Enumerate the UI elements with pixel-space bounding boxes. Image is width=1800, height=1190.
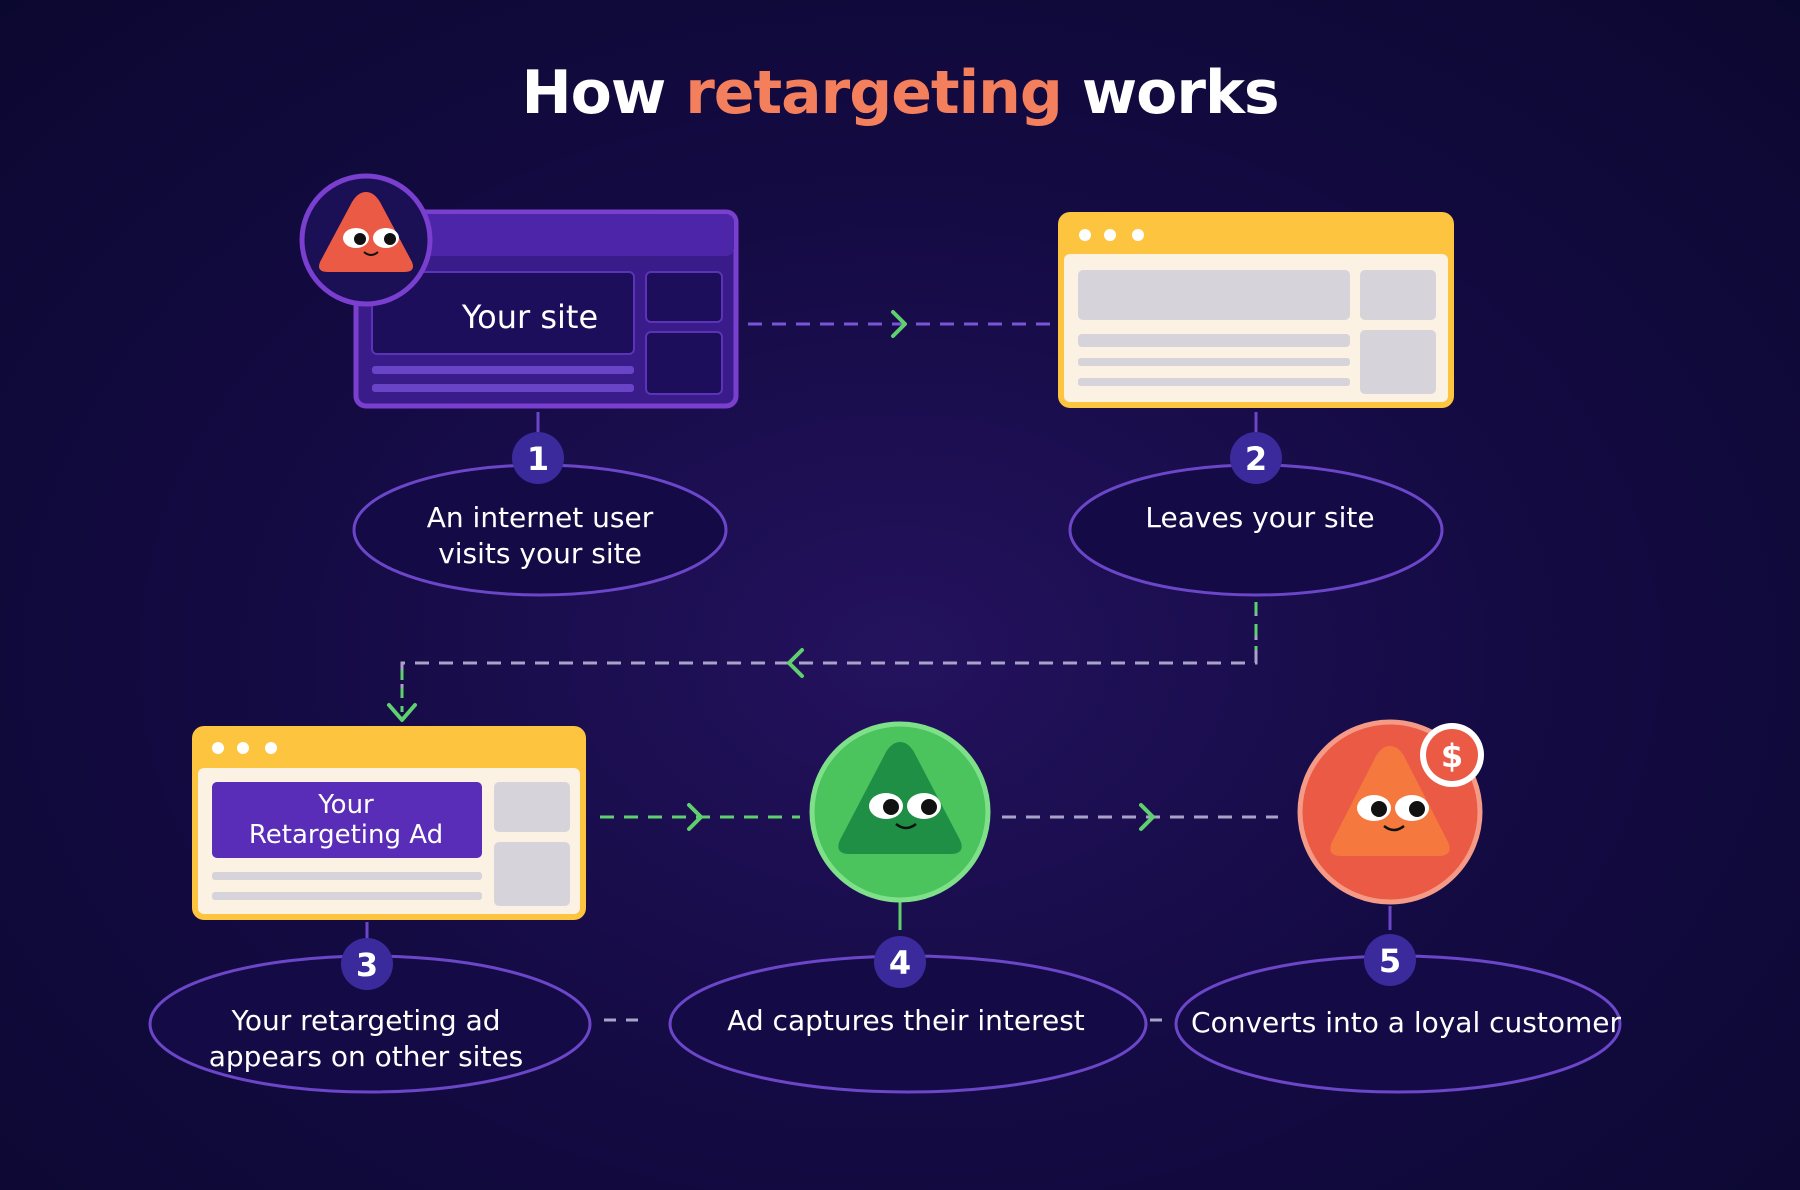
red-triangle-character-icon — [1330, 746, 1450, 856]
browser-window-left-site — [1058, 212, 1454, 408]
arrow-head-3-to-4 — [687, 803, 703, 831]
step-3: 3 Your retargeting ad appears on other s… — [148, 938, 592, 1094]
your-site-window: Your site — [353, 209, 739, 409]
step-3-number: 3 — [356, 946, 378, 984]
arrow-head-2-to-3-left — [787, 648, 804, 678]
customer-character: $ — [1297, 719, 1484, 905]
step-5-text-line1: Converts into a loyal customer — [1191, 1006, 1621, 1039]
step-3-text-line2: appears on other sites — [209, 1040, 524, 1073]
green-triangle-character-icon — [838, 742, 962, 854]
title-highlight: retargeting — [685, 58, 1063, 128]
step-1-text-line1: An internet user — [427, 501, 654, 534]
step-4-text-line1: Ad captures their interest — [727, 1004, 1085, 1037]
step-1-text-line2: visits your site — [438, 537, 642, 570]
step-2: 2 Leaves your site — [1068, 432, 1444, 597]
step-4-number: 4 — [889, 944, 911, 982]
interest-character — [809, 721, 991, 903]
step-5-number: 5 — [1379, 942, 1401, 980]
step-4: 4 Ad captures their interest — [668, 936, 1148, 1094]
page-title: How retargeting works — [0, 58, 1800, 128]
step-5: 5 Converts into a loyal customer — [1174, 934, 1622, 1094]
arrow-head-4-to-5 — [1139, 803, 1155, 831]
title-prefix: How — [521, 58, 686, 128]
step-2-text-line1: Leaves your site — [1145, 501, 1374, 534]
ad-label-line2: Retargeting Ad — [249, 820, 443, 850]
title-suffix: works — [1061, 58, 1280, 128]
arrow-head-1-to-2 — [891, 310, 907, 338]
dollar-symbol: $ — [1441, 737, 1463, 775]
arrow-2-to-3 — [400, 602, 1258, 700]
step-1: 1 An internet user visits your site — [352, 432, 728, 597]
arrow-head-2-to-3-down — [387, 703, 417, 722]
step-1-number: 1 — [527, 440, 549, 478]
dollar-coin-icon: $ — [1420, 723, 1484, 787]
retargeting-ad-window: Your Retargeting Ad — [192, 726, 586, 920]
step-3-text-line1: Your retargeting ad — [230, 1004, 500, 1037]
ad-label-line1: Your — [317, 790, 374, 820]
your-site-label: Your site — [461, 298, 598, 336]
step-2-number: 2 — [1245, 440, 1267, 478]
user-avatar — [299, 173, 433, 307]
